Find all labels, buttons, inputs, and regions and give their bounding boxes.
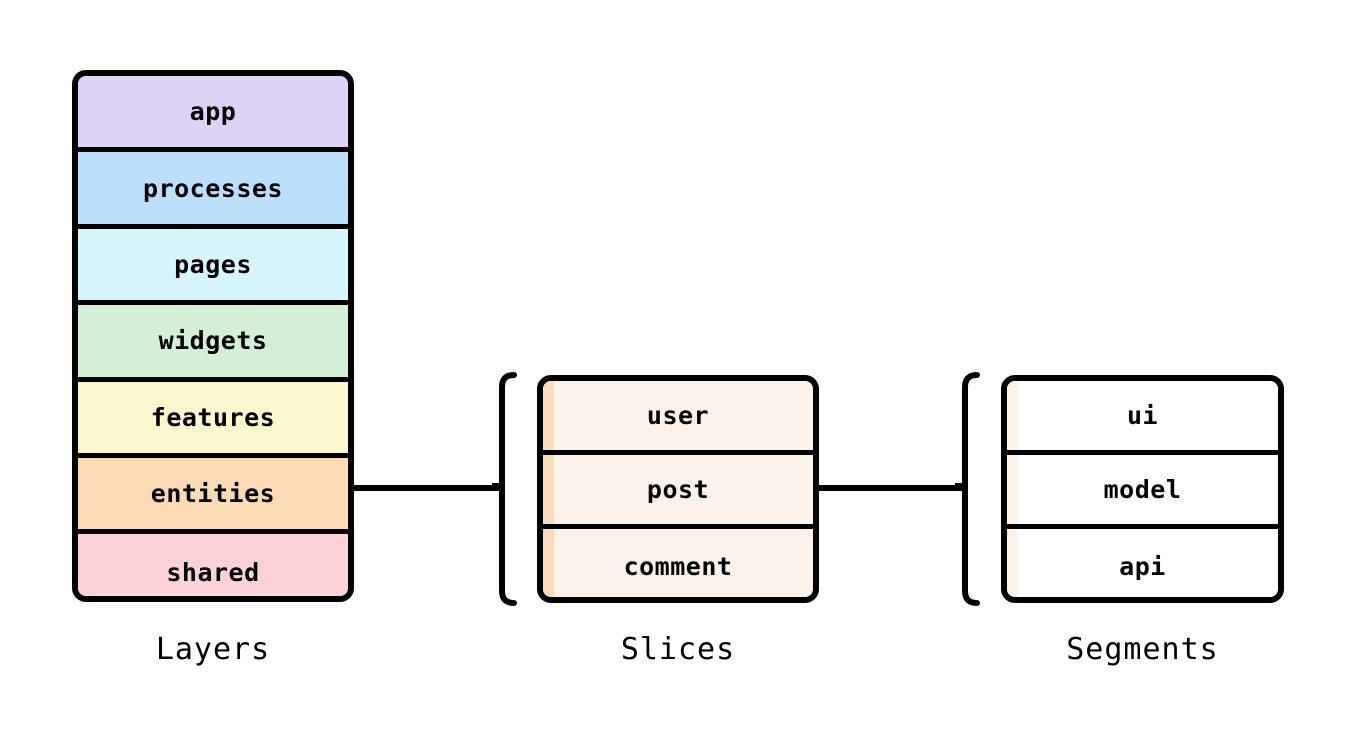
slices-bracket-icon — [492, 372, 517, 606]
slice-label-user: user — [646, 401, 710, 430]
layers-stack: app processes pages widgets features ent… — [72, 70, 354, 602]
segment-row-api[interactable]: api — [1007, 529, 1278, 597]
segment-row-ui[interactable]: ui — [1007, 381, 1278, 455]
segment-accent-stripe-ui — [1007, 381, 1018, 450]
layer-label-widgets: widgets — [158, 326, 268, 356]
connector-slices-to-segments — [818, 485, 968, 491]
layer-label-features: features — [150, 402, 276, 432]
segment-label-model: model — [1103, 475, 1182, 504]
caption-layers: Layers — [155, 632, 271, 667]
layer-label-shared: shared — [166, 558, 260, 588]
connector-layers-to-slices — [354, 485, 504, 491]
caption-segments: Segments — [1066, 632, 1219, 667]
layer-row-entities[interactable]: entities — [78, 457, 348, 535]
layer-row-shared[interactable]: shared — [78, 534, 348, 596]
slice-label-comment: comment — [623, 551, 733, 581]
slices-stack: user post comment — [537, 375, 819, 603]
layer-row-app[interactable]: app — [78, 76, 348, 153]
layer-row-features[interactable]: features — [78, 381, 348, 458]
layer-row-pages[interactable]: pages — [78, 228, 348, 306]
layer-row-widgets[interactable]: widgets — [78, 305, 348, 382]
segments-stack: ui model api — [1001, 375, 1284, 603]
layer-label-pages: pages — [174, 249, 252, 279]
segment-label-api: api — [1119, 551, 1166, 581]
segment-accent-stripe-api — [1007, 529, 1018, 597]
slice-accent-stripe-post — [543, 455, 554, 524]
slice-row-comment[interactable]: comment — [543, 529, 813, 597]
segment-label-ui: ui — [1126, 401, 1159, 430]
slice-row-post[interactable]: post — [543, 455, 813, 529]
slice-accent-stripe-user — [543, 381, 554, 450]
layer-label-processes: processes — [143, 173, 283, 203]
caption-slices: Slices — [620, 632, 736, 667]
slice-row-user[interactable]: user — [543, 381, 813, 455]
layer-row-processes[interactable]: processes — [78, 152, 348, 229]
slice-label-post: post — [646, 475, 710, 504]
layer-label-entities: entities — [150, 479, 276, 509]
segment-row-model[interactable]: model — [1007, 455, 1278, 529]
slice-accent-stripe-comment — [543, 529, 554, 597]
segments-bracket-icon — [955, 372, 980, 606]
layer-label-app: app — [189, 97, 237, 127]
segment-accent-stripe-model — [1007, 455, 1018, 524]
